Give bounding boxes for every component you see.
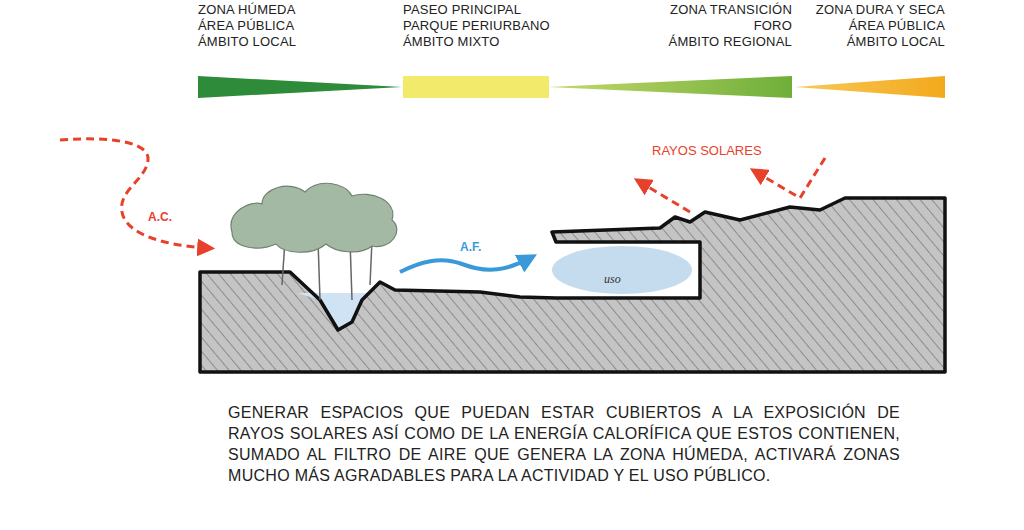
air-label: A.C.: [148, 210, 172, 224]
zone-heading: PARQUE PERIURBANO: [403, 18, 549, 34]
cavity-light: [552, 246, 692, 294]
zone-heading: ZONA DURA Y SECA: [795, 2, 945, 18]
zone-heading: ÁMBITO MIXTO: [403, 34, 549, 50]
solar-ray: [756, 158, 825, 198]
use-label: uso: [604, 272, 621, 287]
zone-band: PASEO PRINCIPALPARQUE PERIURBANOÁMBITO M…: [403, 2, 549, 98]
zone-heading: FORO: [548, 18, 792, 34]
fresh-air-arrow: [400, 258, 530, 272]
zone-heading: ÁREA PÚBLICA: [795, 18, 945, 34]
air-label: A.F.: [460, 240, 481, 254]
zone-band-shape: [403, 76, 549, 98]
zone-band: ZONA DURA Y SECAÁREA PÚBLICAÁMBITO LOCAL: [795, 2, 945, 98]
solar-ray: [640, 182, 690, 212]
hot-air-arrow: [60, 139, 208, 248]
rays-label: RAYOS SOLARES: [652, 143, 762, 158]
caption: GENERAR ESPACIOS QUE PUEDAN ESTAR CUBIER…: [228, 402, 900, 486]
zone-heading: ÁMBITO LOCAL: [795, 34, 945, 50]
zone-heading: ZONA TRANSICIÓN: [548, 2, 792, 18]
zone-heading: PASEO PRINCIPAL: [403, 2, 549, 18]
zone-band: ZONA TRANSICIÓNFOROÁMBITO REGIONAL: [548, 2, 792, 98]
zone-band-shape: [795, 76, 945, 98]
zone-band: ZONA HÚMEDAÁREA PÚBLICAÁMBITO LOCAL: [198, 2, 402, 98]
zone-heading: ZONA HÚMEDA: [198, 2, 402, 18]
zone-band-shape: [548, 76, 792, 98]
zone-heading: ÁREA PÚBLICA: [198, 18, 402, 34]
zone-heading: ÁMBITO REGIONAL: [548, 34, 792, 50]
zone-band-shape: [198, 76, 402, 98]
zone-heading: ÁMBITO LOCAL: [198, 34, 402, 50]
tree: [231, 183, 397, 300]
